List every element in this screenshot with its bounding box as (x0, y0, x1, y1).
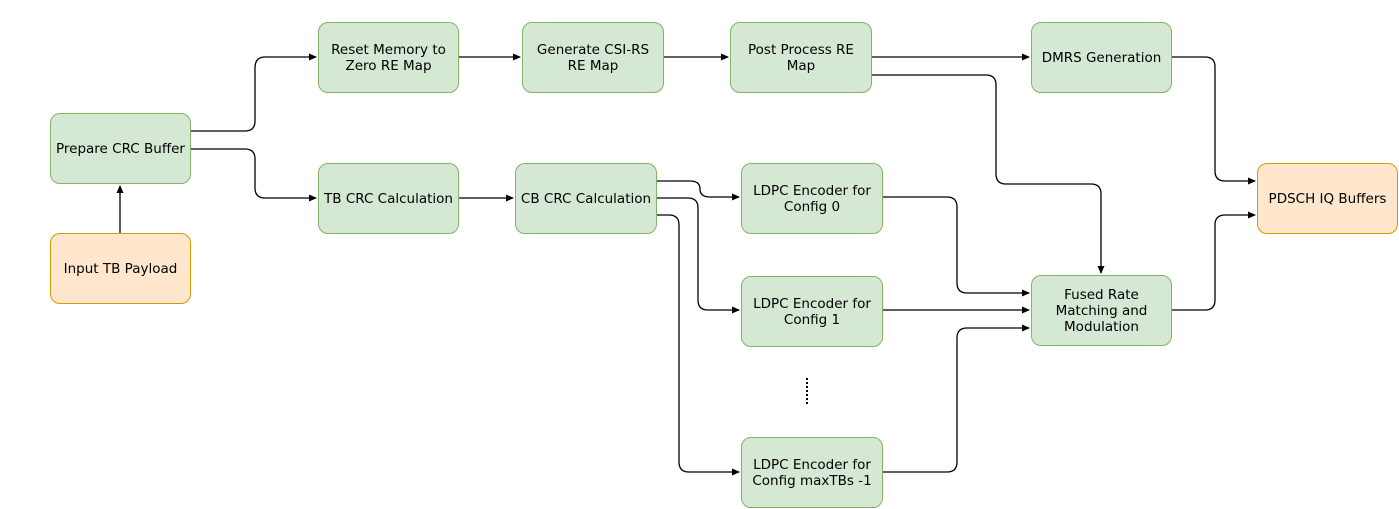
edge-postprocess-to-fused (872, 74, 1105, 274)
edge-ldpc0-to-fused (883, 196, 1030, 297)
more-configs-ellipsis (806, 378, 810, 404)
pdsch-iq-buffers-node: PDSCH IQ Buffers (1257, 163, 1398, 234)
generate-csi-rs-node: Generate CSI-RS RE Map (522, 22, 664, 93)
post-process-re-map-node: Post Process RE Map (730, 22, 872, 93)
ldpc-encoder-config-max-node: LDPC Encoder for Config maxTBs -1 (741, 437, 883, 508)
prepare-crc-buffer-node: Prepare CRC Buffer (50, 113, 191, 184)
edge-prepare-to-tbcrc (191, 148, 317, 202)
edge-cbcrc-to-ldpc0 (657, 180, 740, 201)
cb-crc-calculation-node: CB CRC Calculation (515, 163, 657, 234)
reset-memory-node: Reset Memory to Zero RE Map (318, 22, 459, 93)
edge-fused-to-pdsch (1172, 211, 1256, 311)
edge-cbcrc-to-ldpc1 (657, 197, 740, 314)
edge-cbcrc-to-ldpcmax (657, 214, 740, 476)
edge-dmrs-to-pdsch (1172, 56, 1256, 185)
dmrs-generation-node: DMRS Generation (1031, 22, 1172, 93)
tb-crc-calculation-node: TB CRC Calculation (318, 163, 459, 234)
fused-rate-matching-node: Fused Rate Matching and Modulation (1031, 275, 1172, 346)
edge-prepare-to-reset (191, 53, 317, 132)
ldpc-encoder-config-1-node: LDPC Encoder for Config 1 (741, 276, 883, 347)
ldpc-encoder-config-0-node: LDPC Encoder for Config 0 (741, 163, 883, 234)
input-tb-payload-node: Input TB Payload (50, 233, 191, 304)
edge-ldpcmax-to-fused (883, 324, 1030, 473)
